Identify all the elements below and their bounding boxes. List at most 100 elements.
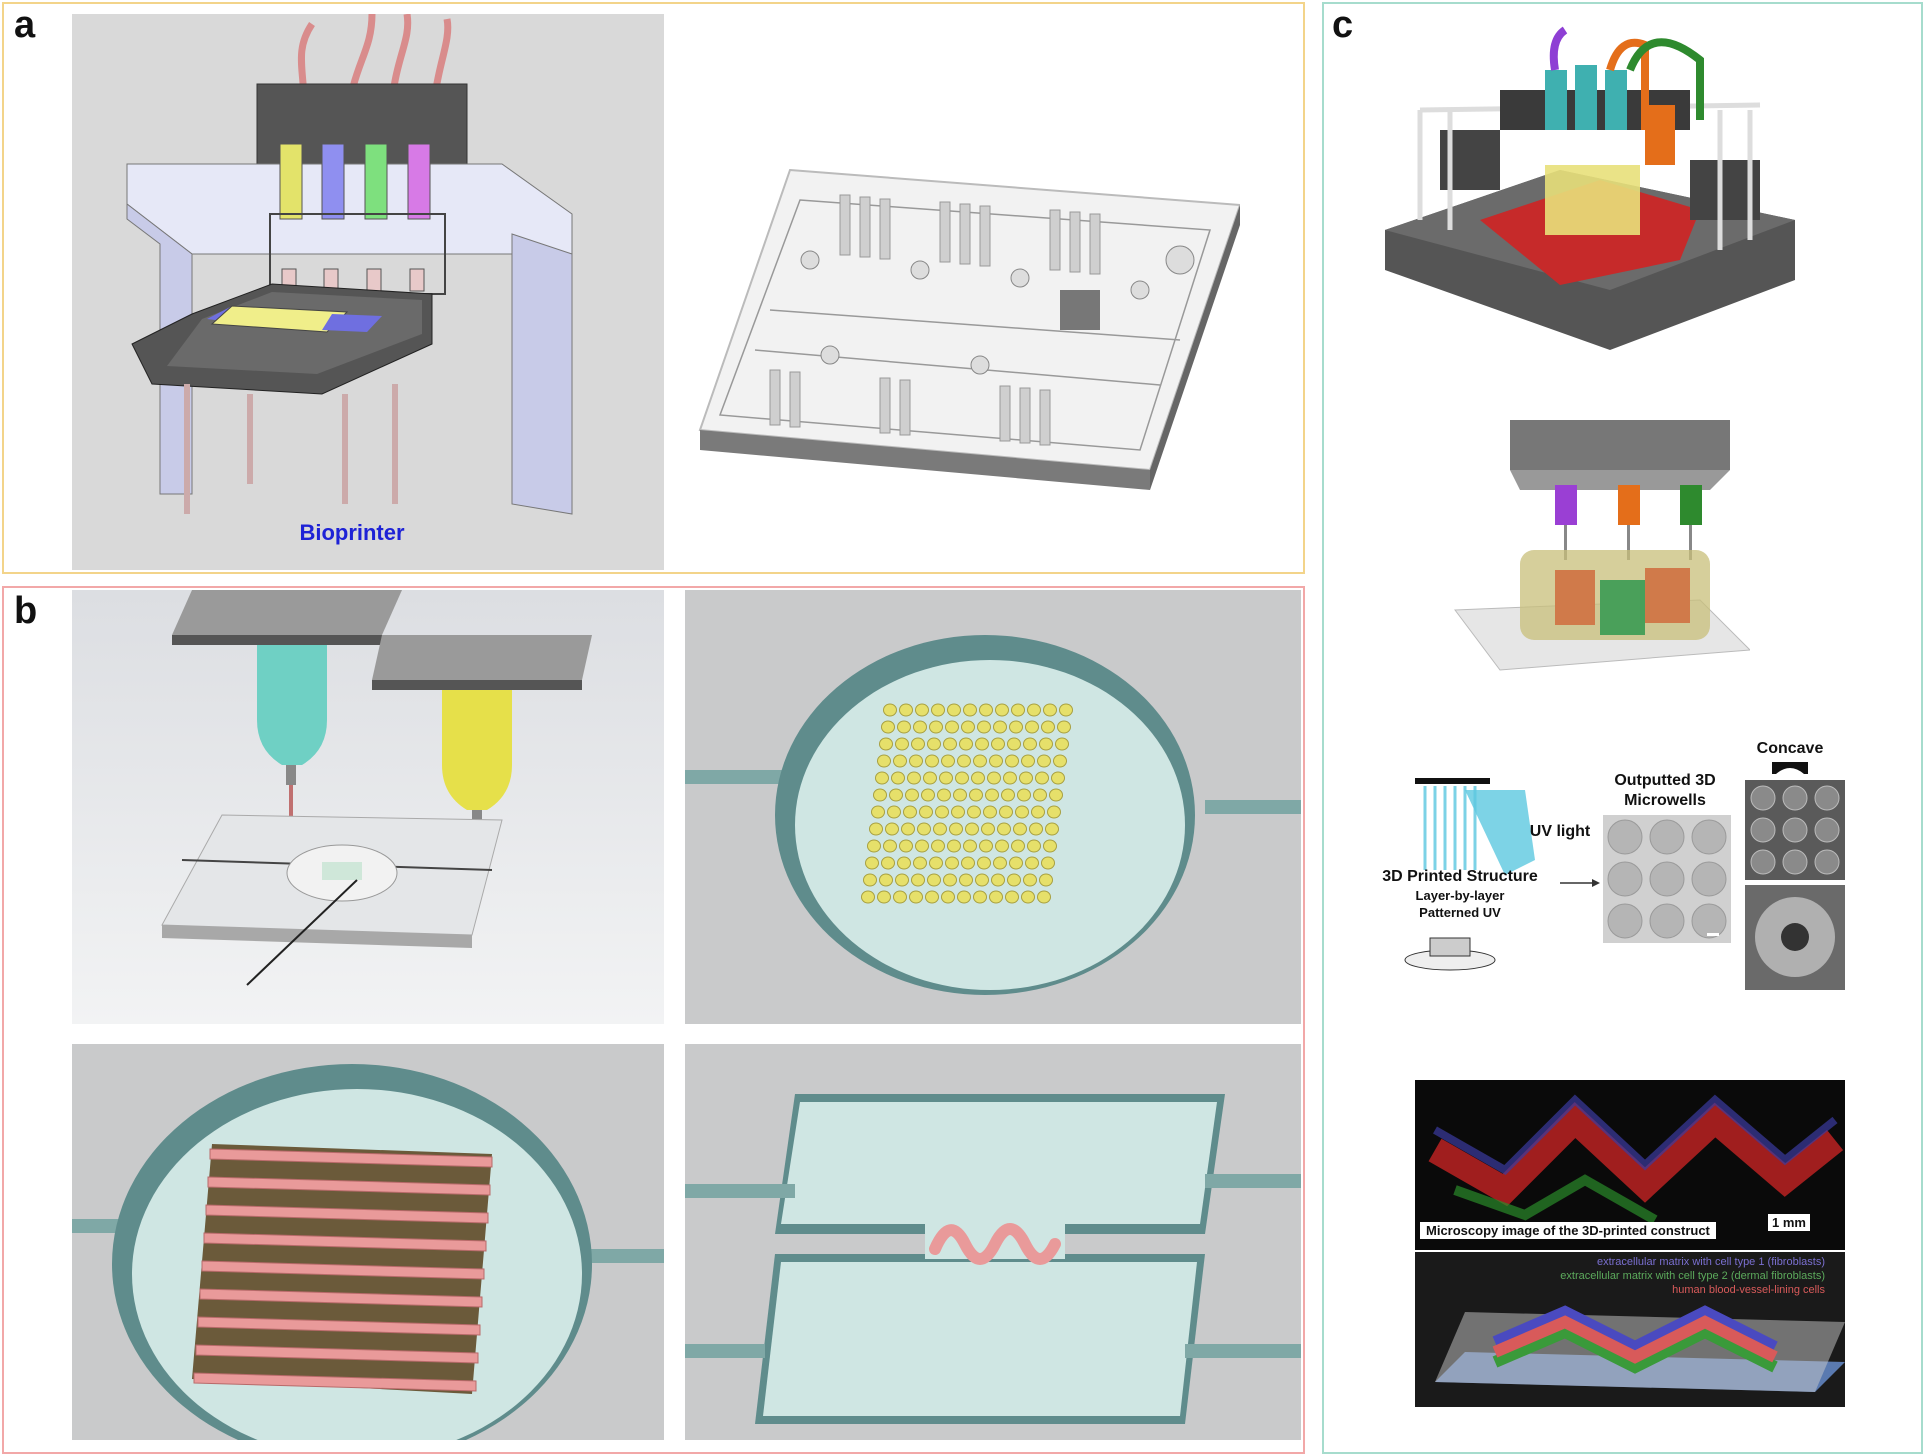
pillar [877,754,891,768]
lattice-scaffold-render [72,1044,664,1440]
pillar [941,890,955,904]
pillar [925,754,939,768]
pillar [885,822,899,836]
pillar [975,873,989,887]
pillar [1037,890,1051,904]
bioprinter-render [72,14,664,570]
pillar [1031,805,1045,819]
panel-a-frame [2,2,1305,574]
pillar [999,805,1013,819]
pillar [973,890,987,904]
pillar [1057,720,1071,734]
lattice-bar [195,1344,479,1364]
pillar [983,805,997,819]
pillar [1023,737,1037,751]
panel-c-frame [1322,2,1923,1454]
pillar [1041,856,1055,870]
pillar [1007,873,1021,887]
pillar [953,788,967,802]
pillar [871,805,885,819]
pillar [977,720,991,734]
pillar [893,754,907,768]
legend-item-2: extracellular matrix with cell type 2 (d… [1560,1270,1825,1282]
pillar [881,720,895,734]
process-arrow [1560,878,1600,888]
pillar [967,805,981,819]
pillar [941,754,955,768]
pillar [927,873,941,887]
pillar [891,771,905,785]
panel-a-letter: a [14,4,36,46]
pillar [899,703,913,717]
pillar [969,788,983,802]
microfluidic-chip-render [680,150,1240,490]
lattice-bar [201,1260,485,1280]
patterned-uv-label: Patterned UV [1419,905,1501,920]
pillar [923,771,937,785]
pillar [1049,788,1063,802]
pillar [997,822,1011,836]
pillar [1043,839,1057,853]
pillar [1033,788,1047,802]
pillar [893,890,907,904]
pillar [1039,737,1053,751]
multi-head-printer-render [1380,20,1800,350]
pillar [945,856,959,870]
pillar-array-render [685,590,1301,1024]
panel-c-letter: c [1332,4,1354,46]
pillar [1039,873,1053,887]
pillar [991,873,1005,887]
pillar [1001,788,1015,802]
pillar [931,839,945,853]
lattice-bar [203,1232,487,1252]
pillar [877,890,891,904]
layer-by-layer-label: Layer-by-layer [1415,888,1505,903]
pillar [1021,754,1035,768]
pillar [879,873,893,887]
pillar [937,788,951,802]
pillar [955,771,969,785]
pillar [993,856,1007,870]
pillar [1051,771,1065,785]
pillar [913,720,927,734]
pillar [963,703,977,717]
pillar [943,737,957,751]
pillar [1041,720,1055,734]
pillar [1027,839,1041,853]
pillar [869,822,883,836]
dual-nozzle-printing-render [72,590,664,1024]
pillar [865,856,879,870]
pillar [995,839,1009,853]
pillar [1007,737,1021,751]
pillar [1027,703,1041,717]
pillar [989,754,1003,768]
outputted-label-line2: Microwells [1624,792,1706,809]
pillar [925,890,939,904]
pillar [985,788,999,802]
pillar [913,856,927,870]
pillar [915,703,929,717]
pillar [979,703,993,717]
pillar [1023,873,1037,887]
pillar [889,788,903,802]
pillar [959,737,973,751]
pillar [933,822,947,836]
pillar [1029,822,1043,836]
lattice-bar [209,1148,493,1168]
pillar [975,737,989,751]
pillar [1017,788,1031,802]
pillar [961,720,975,734]
pillar [1045,822,1059,836]
pillar [897,856,911,870]
pillar [907,771,921,785]
pillar [927,737,941,751]
pillar [917,822,931,836]
pillar [861,890,875,904]
pillar [1035,771,1049,785]
legend-item-3: human blood-vessel-lining cells [1672,1284,1825,1296]
pillar [1009,720,1023,734]
construct-schematic [1415,1252,1845,1407]
pillar [939,771,953,785]
pillar [1047,805,1061,819]
pillar [935,805,949,819]
